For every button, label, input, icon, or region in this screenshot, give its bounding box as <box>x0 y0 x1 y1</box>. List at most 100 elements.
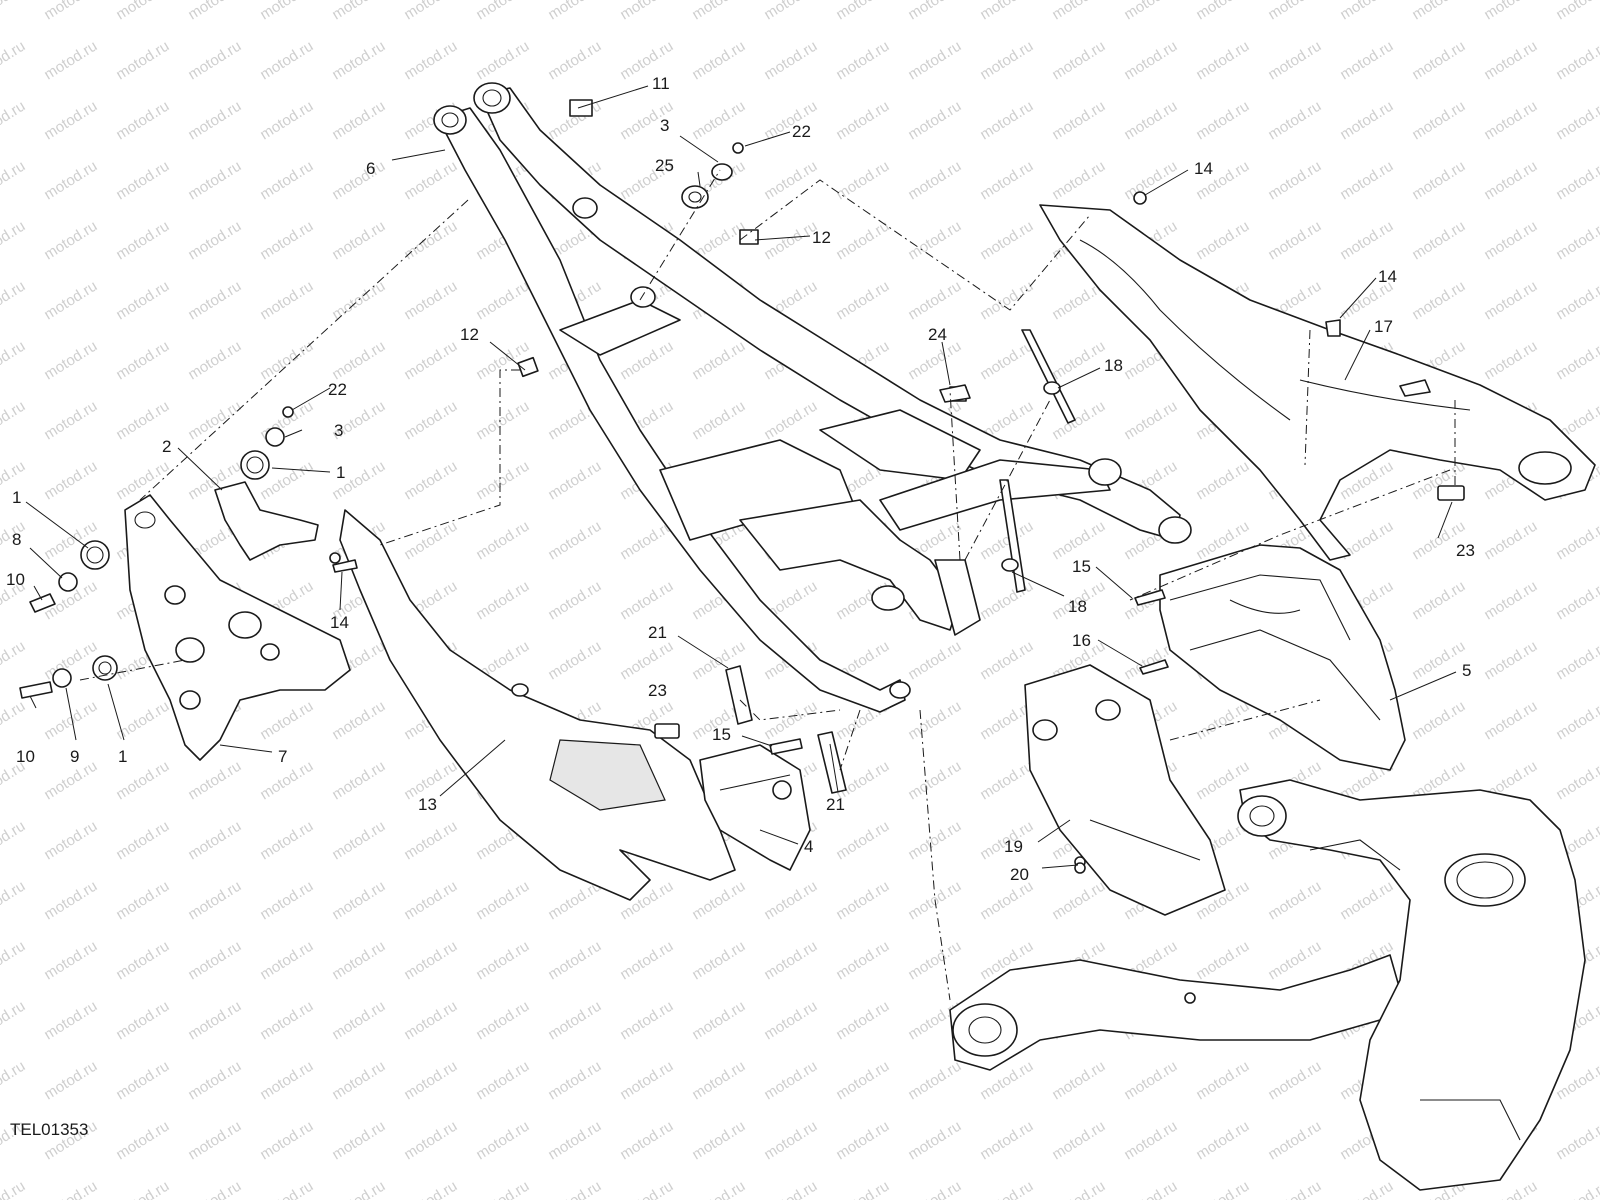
watermark-text: motod.ru <box>473 998 532 1044</box>
watermark-text: motod.ru <box>1409 38 1468 84</box>
watermark-text: motod.ru <box>41 1178 100 1200</box>
watermark-text: motod.ru <box>1337 98 1396 144</box>
callout-4: 4 <box>804 837 813 856</box>
watermark-text: motod.ru <box>761 1178 820 1200</box>
callout-1: 1 <box>12 488 21 507</box>
watermark-text: motod.ru <box>1337 158 1396 204</box>
watermark-text: motod.ru <box>977 1118 1036 1164</box>
watermark-text: motod.ru <box>545 518 604 564</box>
watermark-text: motod.ru <box>0 158 28 204</box>
clip-24 <box>939 384 971 403</box>
watermark-text: motod.ru <box>689 998 748 1044</box>
callout-13: 13 <box>418 795 437 814</box>
hardware-top <box>681 142 744 209</box>
watermark-text: motod.ru <box>761 878 820 924</box>
watermark-text: motod.ru <box>545 578 604 624</box>
watermark-text: motod.ru <box>401 218 460 264</box>
watermark-text: motod.ru <box>185 998 244 1044</box>
callout-1: 1 <box>118 747 127 766</box>
watermark-text: motod.ru <box>0 1058 28 1104</box>
watermark-text: motod.ru <box>401 38 460 84</box>
callout-5: 5 <box>1462 661 1471 680</box>
watermark-text: motod.ru <box>401 1118 460 1164</box>
callout-14: 14 <box>330 613 349 632</box>
watermark-text: motod.ru <box>977 1178 1036 1200</box>
watermark-text: motod.ru <box>1481 0 1540 23</box>
watermark-text: motod.ru <box>905 38 964 84</box>
heat-shield <box>1024 664 1226 916</box>
watermark-text: motod.ru <box>113 698 172 744</box>
watermark-text: motod.ru <box>113 218 172 264</box>
watermark-text: motod.ru <box>1049 1178 1108 1200</box>
watermark-text: motod.ru <box>1193 0 1252 23</box>
watermark-text: motod.ru <box>113 0 172 23</box>
watermark-text: motod.ru <box>1409 98 1468 144</box>
watermark-text: motod.ru <box>41 1058 100 1104</box>
watermark-text: motod.ru <box>1265 218 1324 264</box>
watermark-text: motod.ru <box>1337 0 1396 23</box>
watermark-text: motod.ru <box>41 98 100 144</box>
watermark-text: motod.ru <box>761 938 820 984</box>
watermark-text: motod.ru <box>1193 1058 1252 1104</box>
right-side-cover <box>1039 204 1596 561</box>
watermark-text: motod.ru <box>401 458 460 504</box>
watermark-text: motod.ru <box>617 0 676 23</box>
watermark-text: motod.ru <box>1409 578 1468 624</box>
watermark-text: motod.ru <box>0 38 28 84</box>
watermark-text: motod.ru <box>0 1178 28 1200</box>
callout-1: 1 <box>336 463 345 482</box>
watermark-text: motod.ru <box>1265 878 1324 924</box>
callout-11: 11 <box>652 74 670 93</box>
callout-22: 22 <box>792 122 811 141</box>
callout-25: 25 <box>655 156 674 175</box>
loose-bolts <box>332 191 1465 874</box>
watermark-text: motod.ru <box>1265 1118 1324 1164</box>
watermark-text: motod.ru <box>1049 1058 1108 1104</box>
watermark-text: motod.ru <box>1265 938 1324 984</box>
callout-14: 14 <box>1194 159 1213 178</box>
watermark-text: motod.ru <box>761 1058 820 1104</box>
watermark-text: motod.ru <box>977 578 1036 624</box>
watermark-text: motod.ru <box>329 278 388 324</box>
watermark-text: motod.ru <box>257 218 316 264</box>
watermark-text: motod.ru <box>1409 218 1468 264</box>
left-side-cover <box>339 509 736 901</box>
watermark-text: motod.ru <box>761 38 820 84</box>
watermark-text: motod.ru <box>761 0 820 23</box>
watermark-text: motod.ru <box>1049 1118 1108 1164</box>
callout-12: 12 <box>460 325 479 344</box>
watermark-text: motod.ru <box>473 878 532 924</box>
watermark-text: motod.ru <box>41 878 100 924</box>
watermark-text: motod.ru <box>761 1118 820 1164</box>
callout-12: 12 <box>812 228 831 247</box>
watermark-text: motod.ru <box>977 758 1036 804</box>
watermark-text: motod.ru <box>41 818 100 864</box>
watermark-text: motod.ru <box>185 1058 244 1104</box>
watermark-text: motod.ru <box>185 938 244 984</box>
drawing-code: TEL01353 <box>10 1120 88 1139</box>
watermark-text: motod.ru <box>41 158 100 204</box>
watermark-text: motod.ru <box>1121 38 1180 84</box>
watermark-text: motod.ru <box>113 158 172 204</box>
watermark-text: motod.ru <box>1265 98 1324 144</box>
watermark-text: motod.ru <box>905 818 964 864</box>
watermark-text: motod.ru <box>185 1178 244 1200</box>
watermark-text: motod.ru <box>329 1178 388 1200</box>
watermark-text: motod.ru <box>401 1178 460 1200</box>
watermark-text: motod.ru <box>905 218 964 264</box>
watermark-text: motod.ru <box>833 0 892 23</box>
watermark-text: motod.ru <box>113 278 172 324</box>
callout-15: 15 <box>712 725 731 744</box>
watermark-text: motod.ru <box>833 818 892 864</box>
watermark-text: motod.ru <box>689 878 748 924</box>
watermark-text: motod.ru <box>185 1118 244 1164</box>
watermark-text: motod.ru <box>401 518 460 564</box>
watermark-text: motod.ru <box>329 878 388 924</box>
watermark-text: motod.ru <box>185 398 244 444</box>
watermark-text: motod.ru <box>545 0 604 23</box>
watermark-text: motod.ru <box>1409 158 1468 204</box>
watermark-text: motod.ru <box>401 878 460 924</box>
watermark-text: motod.ru <box>329 758 388 804</box>
watermark-text: motod.ru <box>401 398 460 444</box>
watermark-text: motod.ru <box>41 398 100 444</box>
